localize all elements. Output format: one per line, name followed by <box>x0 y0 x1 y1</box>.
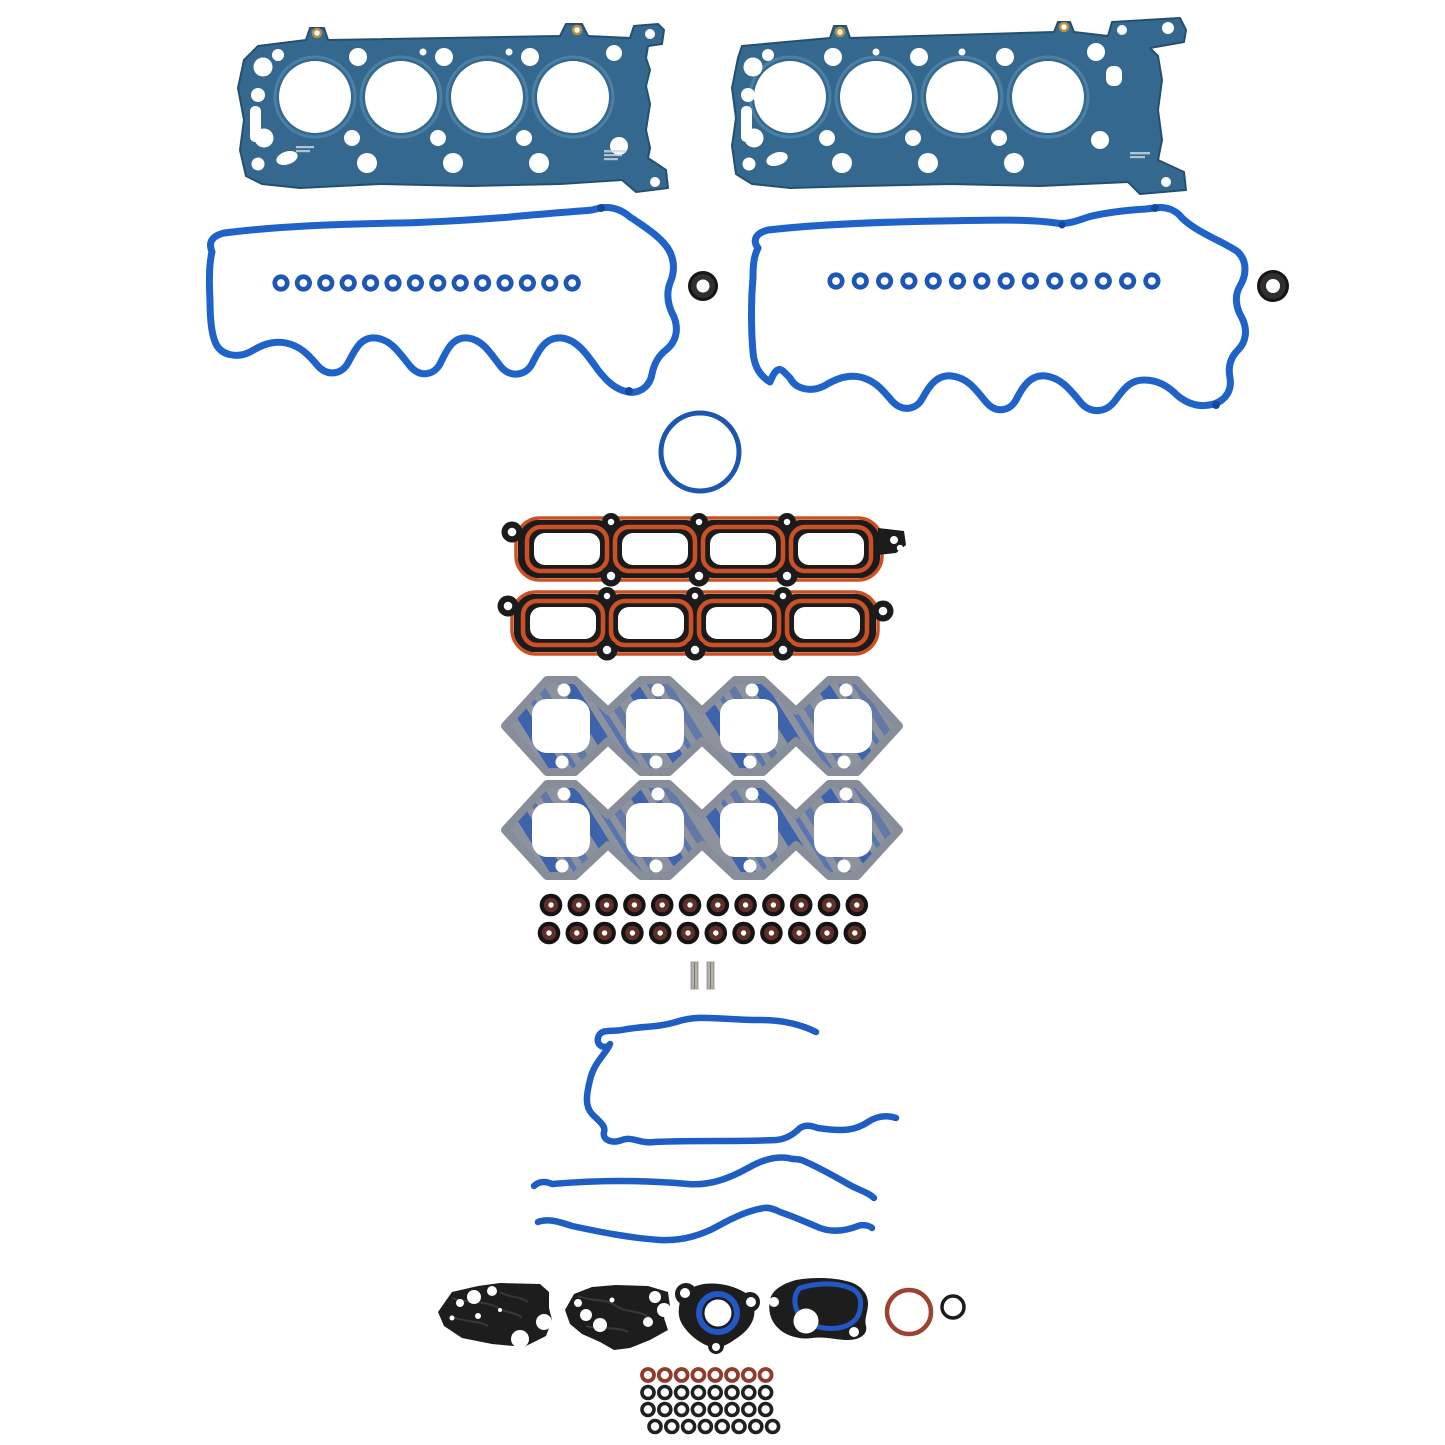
head-gasket-left-bores <box>273 55 615 139</box>
cam-seal-left <box>688 271 718 301</box>
seal-washers <box>640 1367 781 1435</box>
head-gasket-left-holes <box>250 29 660 187</box>
seal-washers-black-row-2 <box>640 1401 774 1418</box>
seal-washers-black-row-3 <box>647 1418 781 1435</box>
valve-stem-seals <box>537 893 869 945</box>
valve-cover-right-nub <box>1151 204 1159 212</box>
valve-stem-seals-row-2 <box>537 921 867 945</box>
exhaust-manifold-gasket-2 <box>501 780 903 880</box>
head-gasket-left-copper-holes <box>311 24 583 39</box>
cam-seal-right <box>1257 270 1289 302</box>
head-gasket-right-holes <box>741 22 1174 187</box>
front-strip-gasket-2 <box>534 1204 876 1244</box>
intake-manifold-gasket-1 <box>501 513 906 587</box>
orange-oring <box>884 1287 934 1337</box>
head-gasket-right-stamped-markings <box>1130 152 1150 159</box>
head-gasket-right-bores <box>748 55 1090 139</box>
valve-cover-right-nub <box>1212 401 1220 409</box>
seal-washers-copper-row <box>640 1367 774 1383</box>
front-strip-gasket-1 <box>530 1154 878 1202</box>
thermostat-blue-bead <box>696 1291 740 1335</box>
blue-oring <box>658 410 742 494</box>
exhaust-manifold-gasket-1 <box>501 676 903 776</box>
valve-cover-gasket-right <box>748 204 1249 414</box>
head-gasket-right-copper-holes <box>834 21 1070 38</box>
head-gasket-left-stamped-markings <box>296 146 626 161</box>
valve-stem-seals-row-1 <box>539 893 869 917</box>
valve-cover-left-nub <box>597 204 605 212</box>
timing-cover-gasket <box>583 1014 900 1146</box>
dowel-pins <box>690 961 715 990</box>
small-black-oring <box>940 1294 966 1320</box>
thermostat-gasket <box>675 1283 760 1354</box>
valve-cover-left-grommets <box>272 274 581 292</box>
water-pump-gasket <box>769 1277 870 1340</box>
valve-cover-left-nub <box>625 387 633 395</box>
plate-gasket-1 <box>438 1283 552 1348</box>
valve-cover-right-nub <box>1058 221 1066 229</box>
valve-cover-right-grommets <box>827 272 1161 290</box>
seal-washers-black-row-1 <box>640 1384 774 1401</box>
valve-cover-gasket-left <box>205 204 680 396</box>
head-gasket-right <box>731 17 1187 195</box>
plate-gasket-2 <box>565 1285 671 1350</box>
head-gasket-left <box>237 23 669 193</box>
intake-manifold-gasket-2 <box>497 587 894 661</box>
